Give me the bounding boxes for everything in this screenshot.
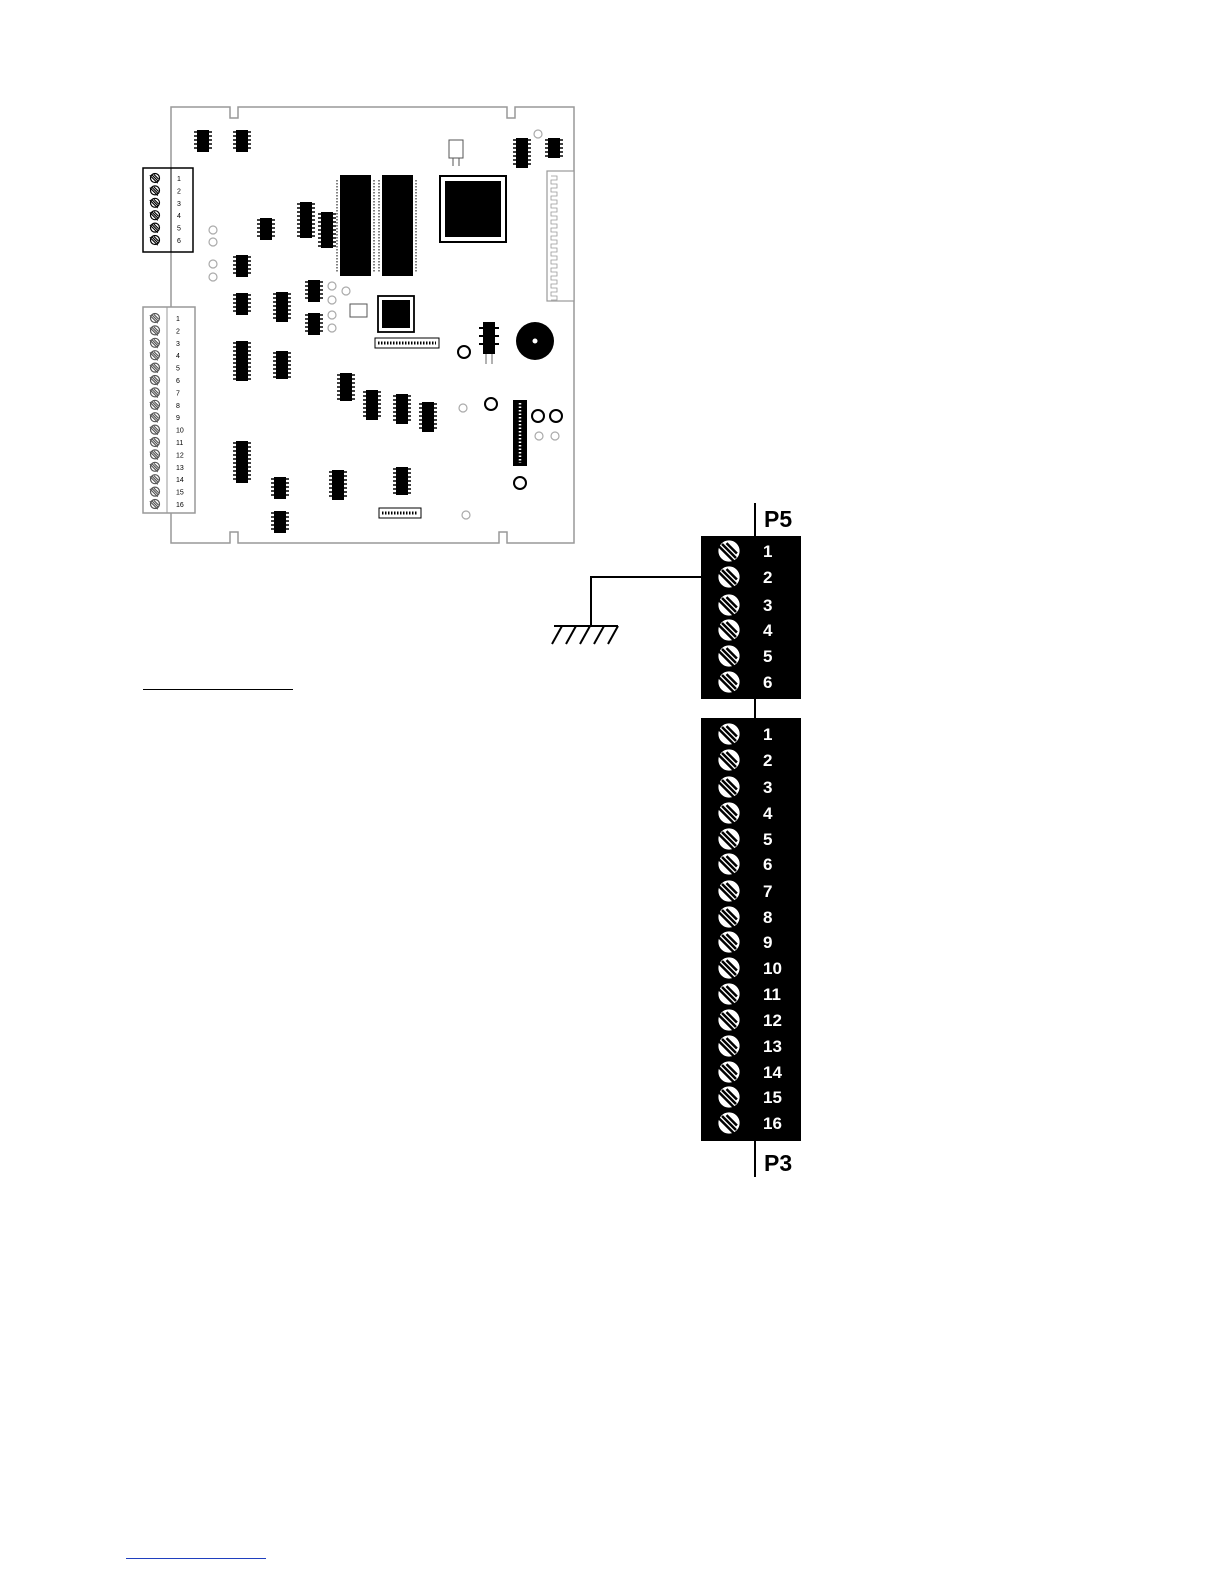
p3-terminal-block <box>701 718 801 1141</box>
board-p3-pin-label: 6 <box>176 378 180 385</box>
p3-pin-number: 15 <box>763 1088 782 1107</box>
p3-pin-number: 3 <box>763 778 772 797</box>
board-p5-pin-label: 6 <box>177 238 181 245</box>
p3-pin-number: 6 <box>763 855 772 874</box>
buzzer <box>516 322 554 360</box>
vertical-pin-header <box>513 400 527 466</box>
p3-pin-number: 5 <box>763 830 772 849</box>
p5-pin-number: 2 <box>763 568 772 587</box>
board-p3-pin-label: 13 <box>176 465 184 472</box>
board-p3-pin-label: 1 <box>176 316 180 323</box>
p5-pin-number: 1 <box>763 542 772 561</box>
board-p3-pin-label: 2 <box>176 328 180 335</box>
p3-pin-number: 4 <box>763 804 773 823</box>
main-processor-chip <box>440 176 506 242</box>
separator-line <box>143 689 293 690</box>
p5-pin-number: 6 <box>763 673 772 692</box>
board-p3-pin-label: 5 <box>176 366 180 373</box>
p3-pin-number: 11 <box>763 985 781 1004</box>
p5-terminal-block <box>701 536 801 699</box>
p3-pin-number: 8 <box>763 908 772 927</box>
p3-pin-number: 2 <box>763 751 772 770</box>
p3-pin-number: 1 <box>763 725 772 744</box>
p3-pin-number: 14 <box>763 1063 782 1082</box>
ground-wire <box>591 577 717 626</box>
board-p3-pin-label: 3 <box>176 341 180 348</box>
board-p3-pin-label: 16 <box>176 502 184 509</box>
p3-pin-number: 10 <box>763 959 782 978</box>
secondary-processor-chip <box>378 296 414 332</box>
p3-pin-number: 9 <box>763 933 772 952</box>
p3-pin-number: 13 <box>763 1037 782 1056</box>
board-p5-pin-label: 5 <box>177 226 181 233</box>
ribbon-header-1 <box>375 338 439 348</box>
board-p3-pin-label: 12 <box>176 452 184 459</box>
board-p3-pin-label: 10 <box>176 428 184 435</box>
p3-label: P3 <box>764 1150 792 1176</box>
p3-pin-number: 16 <box>763 1114 782 1133</box>
board-p5-pin-label: 2 <box>177 188 181 195</box>
memory-chip-2 <box>382 175 413 276</box>
board-p5-pin-label: 4 <box>177 213 181 220</box>
ic-chip <box>318 212 336 248</box>
p5-label: P5 <box>764 506 792 532</box>
ribbon-header-2 <box>379 508 421 518</box>
board-p3-pin-label: 8 <box>176 403 180 410</box>
board-p3-pin-label: 7 <box>176 390 180 397</box>
board-p5-pin-label: 1 <box>177 176 181 183</box>
board-p3-pin-label: 14 <box>176 477 184 484</box>
footer-line <box>126 1558 266 1559</box>
ground-symbol-icon <box>552 626 618 644</box>
board-p3-pin-label: 11 <box>176 440 183 447</box>
p5-pin-number: 4 <box>763 621 773 640</box>
p3-pin-number: 12 <box>763 1011 782 1030</box>
board-terminal-p5: 1 2 3 4 5 6 <box>143 168 193 252</box>
ic-chip <box>297 202 315 238</box>
edge-connector-right <box>547 171 574 301</box>
memory-chip-1 <box>340 175 371 276</box>
p5-pin-number: 3 <box>763 596 772 615</box>
board-outline <box>171 107 574 543</box>
ground-connection <box>552 577 717 644</box>
p3-pin-number: 7 <box>763 882 772 901</box>
p5-pin-number: 5 <box>763 647 772 666</box>
board-p3-pin-label: 15 <box>176 490 184 497</box>
board-p5-pin-label: 3 <box>177 201 181 208</box>
board-p3-pin-label: 9 <box>176 415 180 422</box>
board-p3-pin-label: 4 <box>176 353 180 360</box>
